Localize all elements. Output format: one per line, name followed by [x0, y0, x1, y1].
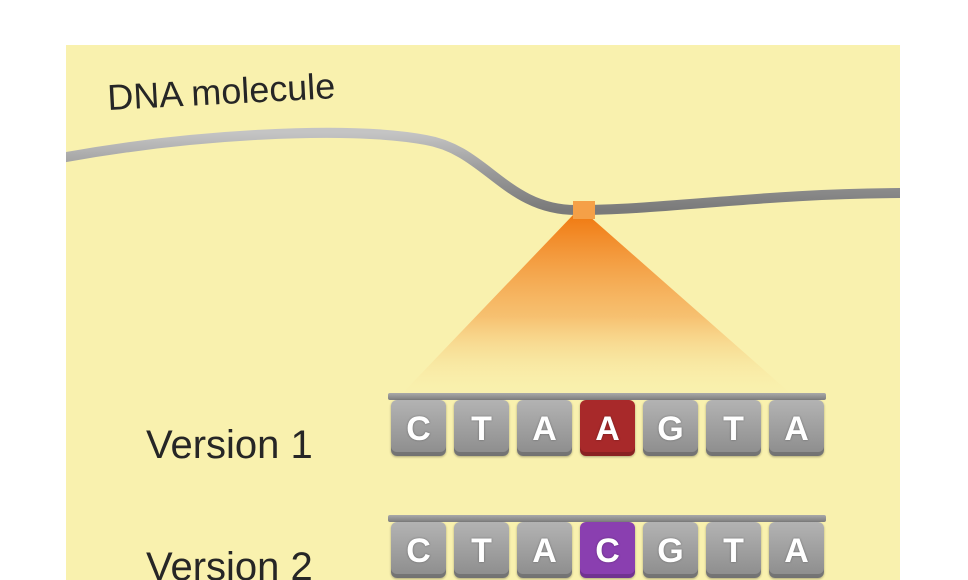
base-tile: G — [643, 522, 698, 578]
dna-strand — [66, 127, 900, 216]
base-tile: A — [517, 522, 572, 578]
base-tile: T — [454, 400, 509, 456]
base-tile: A — [769, 522, 824, 578]
version-2-label: Version 2 — [146, 545, 313, 580]
magnification-fan — [396, 215, 798, 400]
base-tile: A — [517, 400, 572, 456]
version-1-label: Version 1 — [146, 423, 313, 467]
base-tile: T — [706, 522, 761, 578]
sequence-backbone — [388, 515, 826, 522]
base-tile: A — [769, 400, 824, 456]
base-tile: G — [643, 400, 698, 456]
snp-marker — [573, 201, 595, 219]
dna-molecule-title: DNA molecule — [106, 65, 336, 118]
base-tile: T — [706, 400, 761, 456]
diagram-graphic: DNA molecule — [66, 65, 900, 400]
base-tile: C — [391, 400, 446, 456]
base-tile: A — [580, 400, 635, 456]
base-tile: C — [391, 522, 446, 578]
base-tile: C — [580, 522, 635, 578]
sequence-backbone — [388, 393, 826, 400]
base-tile: T — [454, 522, 509, 578]
